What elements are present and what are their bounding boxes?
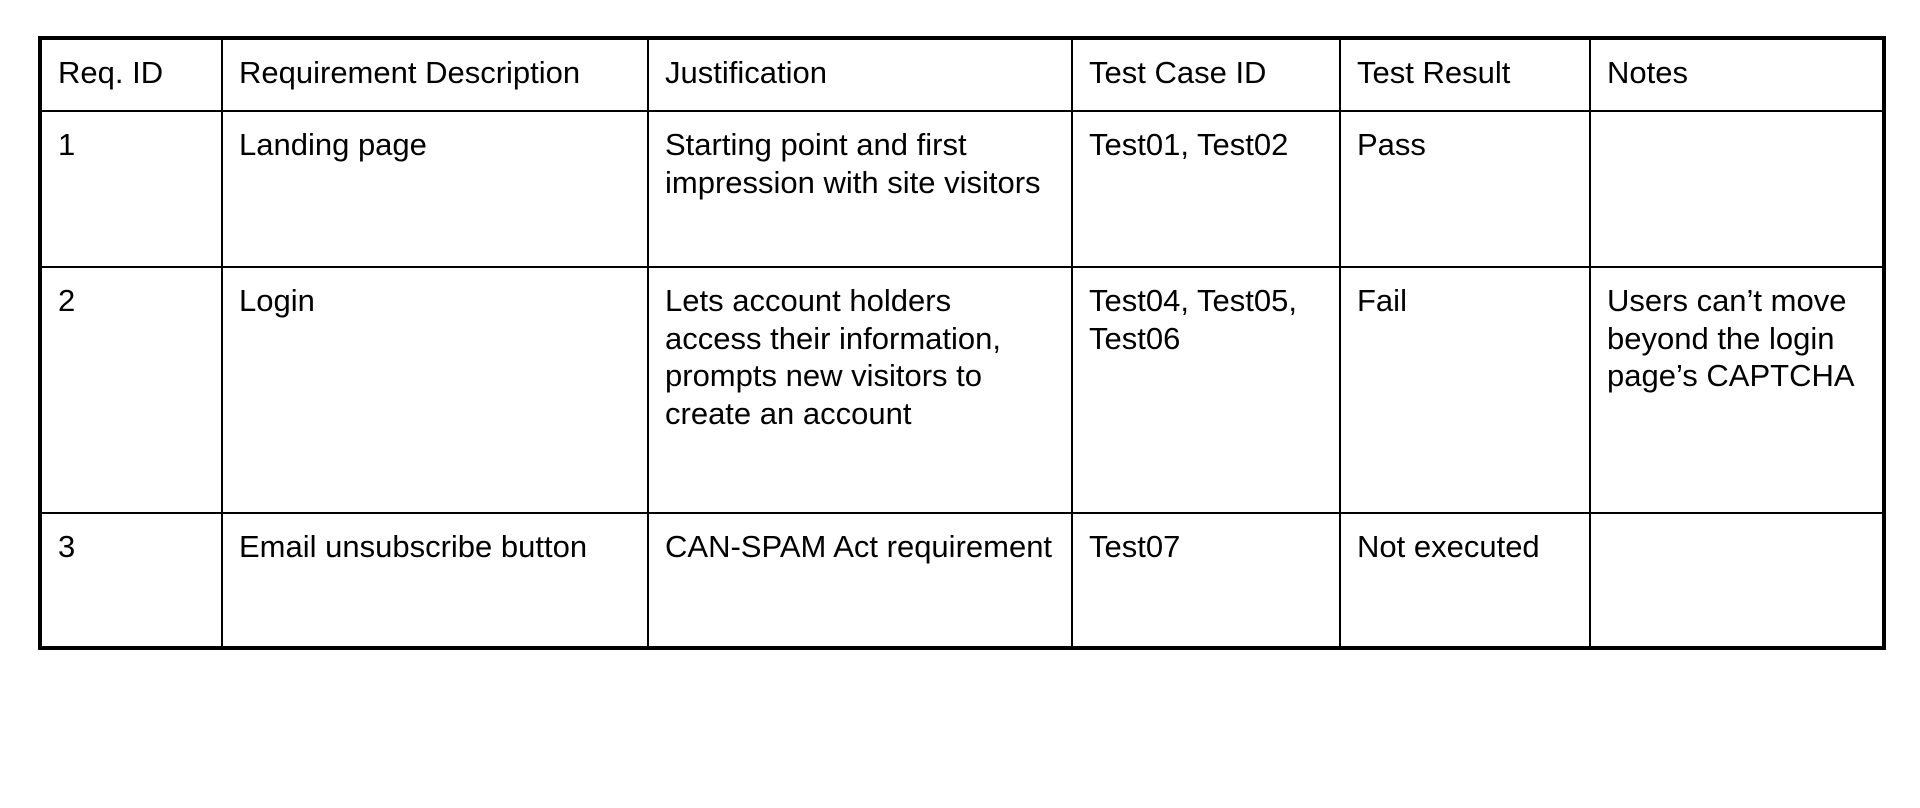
cell-test-case-id-value: Test07 [1089, 528, 1181, 564]
requirements-traceability-table: Req. ID Requirement Description Justific… [38, 36, 1886, 650]
cell-req-id-value: 1 [58, 126, 76, 162]
cell-requirement-description-value: Login [239, 282, 315, 318]
cell-test-result: Pass [1339, 109, 1591, 268]
cell-requirement-description-value: Landing page [239, 126, 427, 162]
cell-requirement-description: Email unsubscribe button [221, 511, 649, 649]
cell-req-id: 3 [39, 511, 223, 649]
column-header-requirement-description: Requirement Description [221, 37, 649, 112]
cell-test-result-value: Fail [1357, 282, 1407, 318]
cell-requirement-description-value: Email unsubscribe button [239, 528, 588, 564]
cell-justification: CAN-SPAM Act requirement [647, 511, 1073, 649]
column-header-test-result-label: Test Result [1357, 55, 1511, 90]
column-header-justification-label: Justification [665, 55, 827, 90]
cell-justification: Starting point and first impression with… [647, 109, 1073, 268]
cell-justification-value: Lets account holders access their inform… [665, 282, 1001, 432]
column-header-req-id-label: Req. ID [58, 55, 164, 90]
requirements-table-container: Req. ID Requirement Description Justific… [38, 36, 1886, 650]
cell-notes-value [1607, 126, 1866, 127]
cell-test-result: Fail [1339, 265, 1591, 514]
cell-req-id: 2 [39, 265, 223, 514]
table-header: Req. ID Requirement Description Justific… [39, 37, 1885, 112]
cell-test-case-id-value: Test04, Test05, Test06 [1089, 282, 1297, 356]
cell-notes [1589, 109, 1885, 268]
cell-test-case-id: Test07 [1071, 511, 1341, 649]
table-header-row: Req. ID Requirement Description Justific… [39, 37, 1885, 112]
column-header-req-id: Req. ID [39, 37, 223, 112]
cell-test-result-value: Not executed [1357, 528, 1540, 564]
cell-requirement-description: Landing page [221, 109, 649, 268]
cell-test-case-id: Test01, Test02 [1071, 109, 1341, 268]
table-body: 1 Landing page Starting point and first … [39, 109, 1885, 649]
table-row: 3 Email unsubscribe button CAN-SPAM Act … [39, 511, 1885, 649]
cell-notes-value: Users can’t move beyond the login page’s… [1607, 282, 1855, 394]
cell-test-result: Not executed [1339, 511, 1591, 649]
cell-test-result-value: Pass [1357, 126, 1426, 162]
column-header-notes: Notes [1589, 37, 1885, 112]
cell-req-id-value: 2 [58, 282, 76, 318]
cell-notes [1589, 511, 1885, 649]
column-header-requirement-description-label: Requirement Description [239, 55, 581, 90]
column-header-justification: Justification [647, 37, 1073, 112]
cell-justification-value: CAN-SPAM Act requirement [665, 528, 1053, 564]
cell-justification-value: Starting point and first impression with… [665, 126, 1041, 200]
table-row: 2 Login Lets account holders access thei… [39, 265, 1885, 514]
cell-test-case-id: Test04, Test05, Test06 [1071, 265, 1341, 514]
cell-justification: Lets account holders access their inform… [647, 265, 1073, 514]
cell-req-id-value: 3 [58, 528, 76, 564]
column-header-test-case-id-label: Test Case ID [1089, 55, 1267, 90]
cell-req-id: 1 [39, 109, 223, 268]
cell-test-case-id-value: Test01, Test02 [1089, 126, 1289, 162]
cell-notes-value [1607, 528, 1866, 529]
column-header-test-case-id: Test Case ID [1071, 37, 1341, 112]
table-row: 1 Landing page Starting point and first … [39, 109, 1885, 268]
column-header-notes-label: Notes [1607, 55, 1688, 90]
cell-notes: Users can’t move beyond the login page’s… [1589, 265, 1885, 514]
column-header-test-result: Test Result [1339, 37, 1591, 112]
cell-requirement-description: Login [221, 265, 649, 514]
